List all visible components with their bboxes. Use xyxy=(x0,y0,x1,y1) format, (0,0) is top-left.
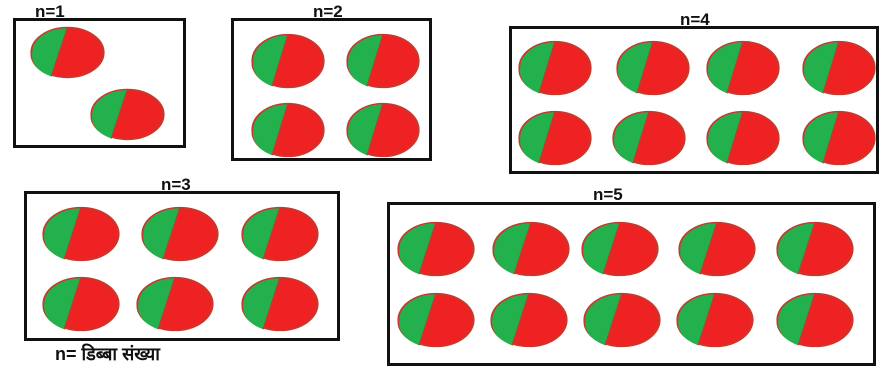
fruit-n4-4 xyxy=(802,40,876,96)
fruit-n5-9 xyxy=(676,292,754,348)
fruit-n2-4 xyxy=(346,102,420,158)
fruit-n3-5 xyxy=(136,276,214,332)
fruit-n3-3 xyxy=(241,206,319,262)
fruit-n5-10 xyxy=(776,292,854,348)
fruit-n2-1 xyxy=(251,33,325,89)
fruit-n4-8 xyxy=(802,110,876,166)
fruit-n4-1 xyxy=(518,40,592,96)
fruit-n1-2 xyxy=(90,88,165,141)
fruit-n3-1 xyxy=(42,206,120,262)
box-n2 xyxy=(231,18,432,161)
fruit-n5-2 xyxy=(492,221,570,277)
fruit-n5-8 xyxy=(583,292,661,348)
group-label-n3: n=3 xyxy=(161,175,191,194)
fruit-n3-2 xyxy=(141,206,219,262)
fruit-n4-3 xyxy=(706,40,780,96)
fruit-n5-7 xyxy=(490,292,568,348)
fruit-n5-1 xyxy=(397,221,475,277)
fruit-n1-1 xyxy=(30,26,105,79)
box-n3 xyxy=(24,191,340,341)
box-n4 xyxy=(509,26,879,174)
fruit-n2-2 xyxy=(346,33,420,89)
fruit-n3-4 xyxy=(42,276,120,332)
fruit-n5-4 xyxy=(678,221,756,277)
box-n5 xyxy=(387,202,876,366)
fruit-n4-6 xyxy=(612,110,686,166)
fruit-n4-2 xyxy=(616,40,690,96)
fruit-n5-6 xyxy=(397,292,475,348)
group-label-n4: n=4 xyxy=(680,10,710,29)
caption: n= डिब्बा संख्या xyxy=(55,344,160,364)
fruit-n5-5 xyxy=(776,221,854,277)
group-label-n5: n=5 xyxy=(593,185,623,204)
fruit-n4-5 xyxy=(518,110,592,166)
fruit-n3-6 xyxy=(241,276,319,332)
fruit-n4-7 xyxy=(706,110,780,166)
fruit-n5-3 xyxy=(581,221,659,277)
group-label-n2: n=2 xyxy=(313,2,343,21)
group-label-n1: n=1 xyxy=(35,2,65,21)
box-n1 xyxy=(13,18,186,148)
fruit-n2-3 xyxy=(251,102,325,158)
